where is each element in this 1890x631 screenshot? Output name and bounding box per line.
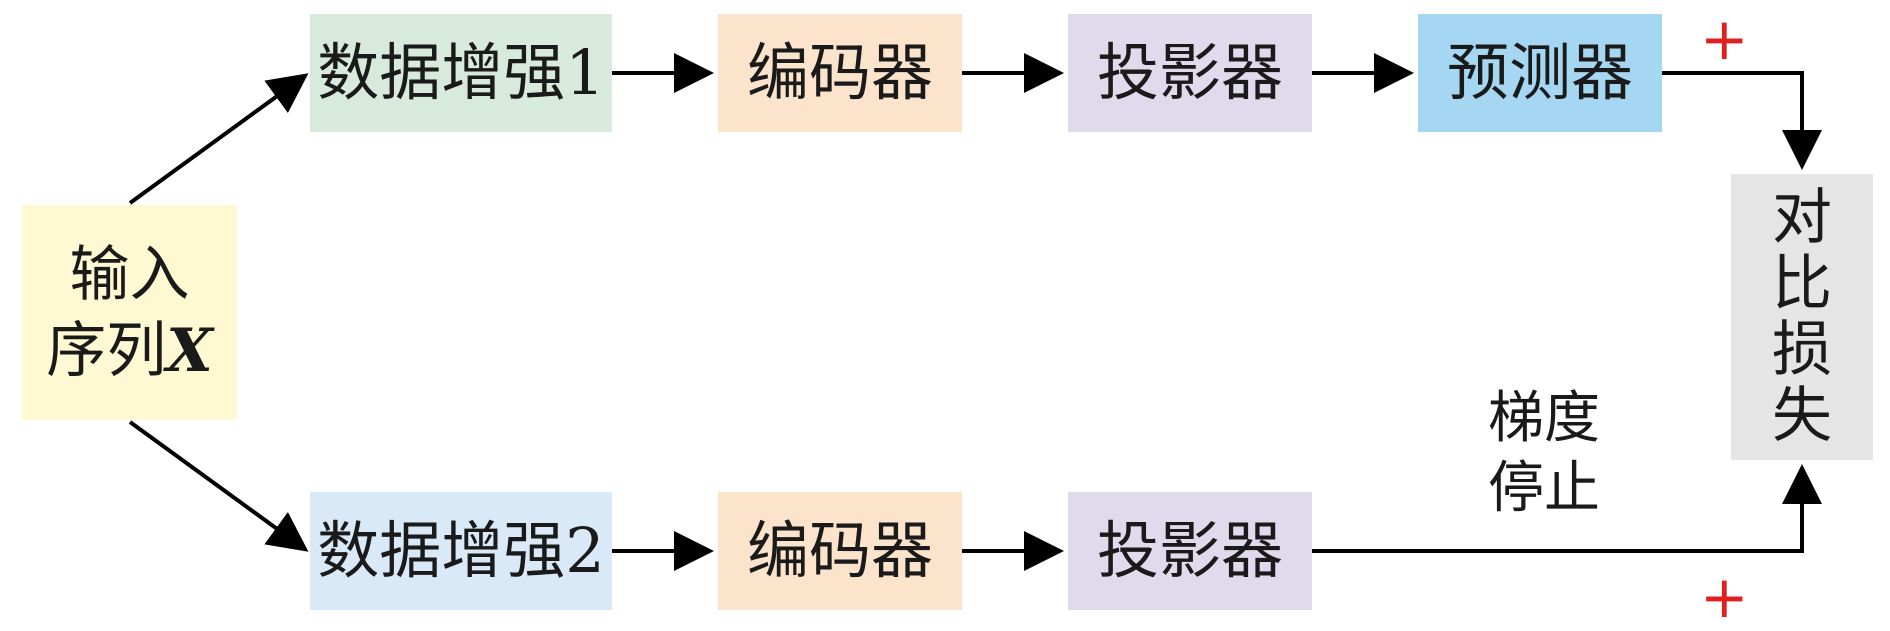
stop-gradient-line2: 停止: [1488, 456, 1600, 521]
arrow-predictor-to-loss: [1662, 71, 1822, 170]
projector-2-box: 投影器: [1068, 492, 1312, 610]
data-augmentation-2-box: 数据增强2: [310, 492, 612, 610]
stop-gradient-line1: 梯度: [1488, 386, 1600, 451]
encoder-2-box: 编码器: [718, 492, 962, 610]
loss-char: 对: [1772, 183, 1832, 253]
arrow-input-to-augment-2: [128, 420, 309, 552]
contrastive-loss-box: 对 比 损 失: [1731, 174, 1873, 460]
input-label-text: 序列: [46, 315, 167, 386]
loss-char: 失: [1772, 381, 1832, 451]
input-label-line1: 输入: [69, 239, 190, 310]
loss-char: 比: [1772, 249, 1832, 319]
predictor-box: 预测器: [1418, 14, 1662, 132]
data-augmentation-1-box: 数据增强1: [310, 14, 612, 132]
plus-sign-top: +: [1700, 5, 1749, 73]
arrow-projector-2-to-loss: [1312, 464, 1822, 553]
input-label-line2: 序列X: [46, 313, 213, 389]
stop-gradient-label: 梯度 停止: [1488, 384, 1600, 524]
encoder-1-box: 编码器: [718, 14, 962, 132]
arrow-input-to-augment-1: [128, 73, 309, 205]
input-sequence-box: 输入 序列X: [22, 205, 237, 420]
projector-1-box: 投影器: [1068, 14, 1312, 132]
input-variable-x: X: [166, 315, 213, 386]
loss-char: 损: [1772, 315, 1832, 385]
plus-sign-bottom: +: [1700, 563, 1749, 631]
